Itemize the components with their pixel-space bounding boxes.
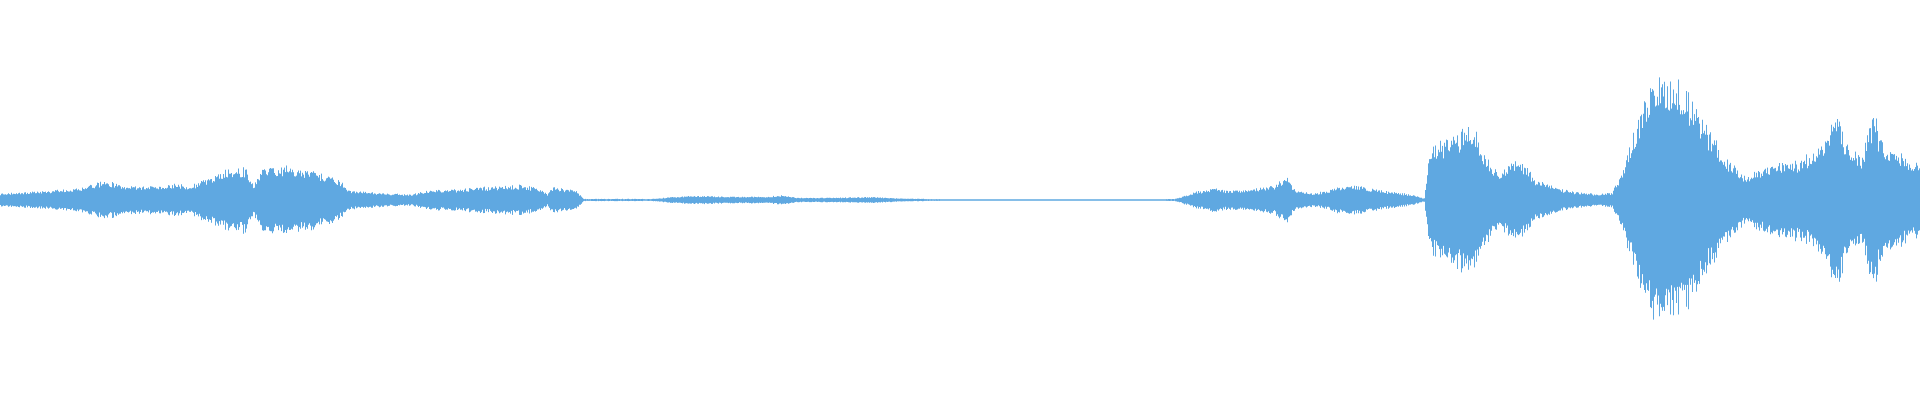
waveform-bars [0, 77, 1920, 320]
waveform-path [0, 77, 1920, 320]
